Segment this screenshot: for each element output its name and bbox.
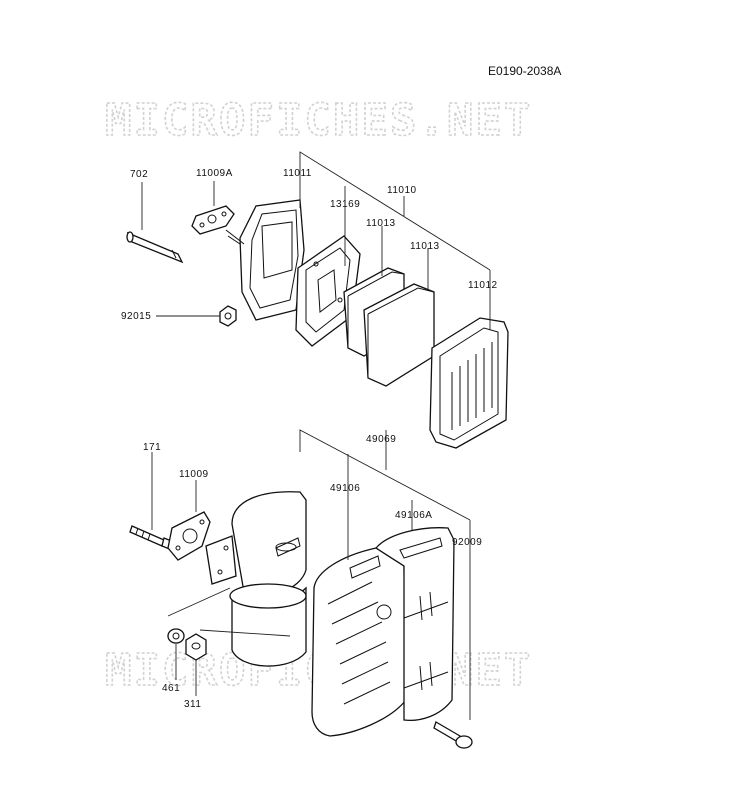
label-11012: 11012 xyxy=(468,280,498,291)
bolt-92009-part xyxy=(433,721,473,749)
nut-311-part xyxy=(185,633,207,661)
label-11009: 11009 xyxy=(179,469,209,480)
lower-leader-lines xyxy=(151,429,471,720)
label-49069: 49069 xyxy=(366,434,396,445)
case-11011-part xyxy=(225,199,305,321)
upper-leader-lines xyxy=(141,151,491,330)
watermark-top: MICROFICHES.NET xyxy=(105,95,532,146)
nut-92015-part xyxy=(219,305,237,327)
label-49106a: 49106A xyxy=(395,510,432,521)
label-311: 311 xyxy=(184,699,201,710)
gasket-11009a-part xyxy=(191,205,235,235)
diagram-code: E0190-2038A xyxy=(488,64,561,78)
label-11013-b: 11013 xyxy=(410,241,440,252)
gasket-11009-part xyxy=(167,511,211,561)
pipe-702-part xyxy=(126,231,184,264)
label-171: 171 xyxy=(143,442,161,453)
label-11011: 11011 xyxy=(283,168,312,179)
cover-11012-part xyxy=(429,317,509,449)
label-702: 702 xyxy=(130,169,148,180)
label-92015: 92015 xyxy=(121,311,151,322)
element-11013-b-part xyxy=(363,283,435,387)
muffler-cover-49106-part xyxy=(311,547,407,737)
plate-13169-part xyxy=(295,235,361,347)
washer-461-part xyxy=(167,628,185,644)
muffler-body-part xyxy=(205,491,307,667)
label-11009a: 11009A xyxy=(196,168,233,179)
label-49106: 49106 xyxy=(330,483,360,494)
label-13169: 13169 xyxy=(330,199,360,210)
label-461: 461 xyxy=(162,683,180,694)
muffler-cover-49106a-part xyxy=(375,527,455,722)
label-11013-a: 11013 xyxy=(366,218,396,229)
label-92009: 92009 xyxy=(452,537,482,548)
label-11010: 11010 xyxy=(387,185,417,196)
